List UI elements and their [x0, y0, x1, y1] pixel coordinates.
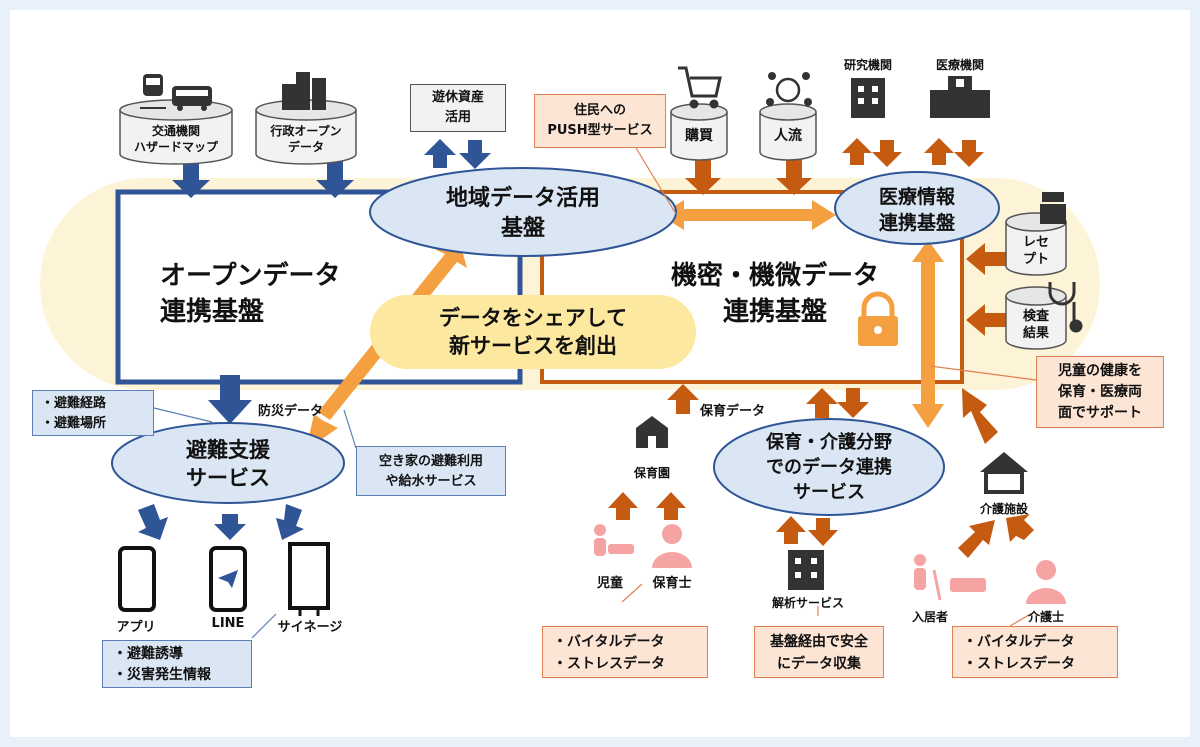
- care-facility-label: 介護施設: [979, 502, 1028, 516]
- idle-assets-box: 遊休資産活用: [410, 84, 506, 132]
- stethoscope-icon: [1048, 282, 1083, 333]
- smartphone-app-icon: [118, 546, 156, 612]
- office-buildings-icon: [282, 72, 326, 110]
- guidance-callout: ・避難誘導・災害発生情報: [102, 640, 252, 688]
- open-data-platform-label: オープンデータ連携基盤: [160, 261, 341, 327]
- research-label: 研究機関: [843, 58, 892, 72]
- analysis-building-icon: [788, 550, 824, 590]
- dark-orange-arrows: [608, 138, 1034, 558]
- confidential-platform-label: 機密・機微データ連携基盤: [670, 261, 879, 327]
- network-people-icon: [766, 72, 812, 106]
- line-label: LINE: [211, 616, 245, 631]
- evacuation-service-label: 避難支援サービス: [186, 438, 270, 490]
- secure-collect-callout: 基盤経由で安全にデータ収集: [754, 626, 884, 678]
- transport-label: 交通機関ハザードマップ: [133, 124, 218, 154]
- train-icon: [140, 74, 166, 109]
- medicine-bottle-icon: [1040, 192, 1066, 224]
- regional-platform-ellipse: [369, 167, 677, 257]
- care-facility-house-icon: [980, 452, 1028, 494]
- receipt-label: レセプト: [1022, 235, 1049, 267]
- vacant-house-callout: 空き家の避難利用や給水サービス: [356, 446, 506, 496]
- app-label: アプリ: [116, 620, 156, 635]
- disaster-data-label: 防災データ: [258, 404, 324, 419]
- nursery-teacher-label: 保育士: [652, 576, 692, 591]
- childcare-service-ellipse: [713, 418, 945, 516]
- medical-institution-label: 医療機関: [935, 58, 984, 72]
- regional-platform-label: 地域データ活用基盤: [445, 186, 600, 241]
- vital-left-callout: ・バイタルデータ・ストレスデータ: [542, 626, 708, 678]
- analysis-service-label: 解析サービス: [771, 596, 844, 610]
- resident-icon: [914, 554, 986, 601]
- smartphone-line-icon: [209, 546, 247, 612]
- shopping-cart-icon: [678, 66, 722, 109]
- nursery-building-icon: [636, 416, 668, 448]
- hospital-icon: [930, 76, 990, 118]
- medical-platform-label: 医療情報連携基盤: [878, 186, 955, 234]
- callout-connectors: [153, 407, 357, 639]
- signage-icon: [288, 542, 330, 616]
- childcare-service-label: 保育・介護分野でのデータ連携サービス: [766, 432, 892, 503]
- child-icon: [594, 524, 634, 556]
- bus-icon: [172, 86, 212, 111]
- nursery-label: 保育園: [633, 466, 670, 480]
- vital-right-callout: ・バイタルデータ・ストレスデータ: [952, 626, 1118, 678]
- callout-connectors-orange: [621, 147, 1037, 627]
- caregiver-icon: [1026, 560, 1066, 604]
- caregiver-label: 介護士: [1027, 610, 1064, 624]
- share-center-label: データをシェアして新サービスを創出: [438, 306, 628, 358]
- evacuation-service-ellipse: [111, 422, 345, 504]
- resident-label: 入居者: [911, 610, 948, 624]
- child-health-callout: 児童の健康を保育・医療両面でサポート: [1036, 356, 1164, 428]
- people-flow-label: 人流: [774, 128, 802, 144]
- evac-route-callout: ・避難経路・避難場所: [32, 390, 154, 436]
- blue-arrows: [138, 139, 491, 540]
- nursery-teacher-icon: [652, 524, 692, 568]
- research-building-icon: [851, 78, 885, 118]
- medical-platform-ellipse: [834, 171, 1000, 245]
- childcare-data-label: 保育データ: [700, 404, 766, 419]
- signage-label: サイネージ: [277, 620, 343, 635]
- database-cylinders: [119, 99, 1067, 350]
- gov-open-data-label: 行政オープンデータ: [270, 124, 342, 154]
- share-center-pill: [370, 295, 696, 369]
- lock-icon: [858, 291, 898, 346]
- purchase-label: 購買: [685, 128, 713, 144]
- child-label: 児童: [596, 576, 623, 591]
- test-results-label: 検査結果: [1022, 309, 1049, 341]
